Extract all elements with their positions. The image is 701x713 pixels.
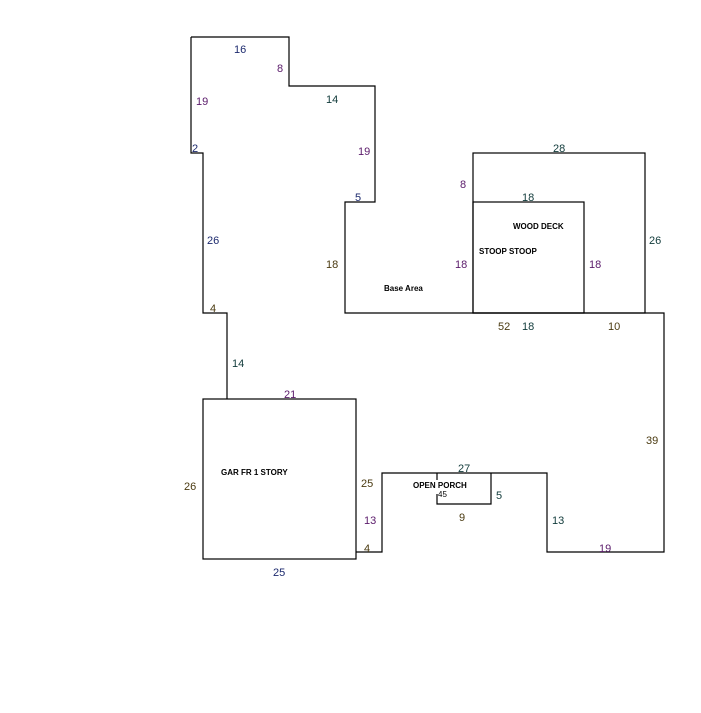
- wood-deck-outline: [472, 152, 646, 314]
- open-porch-label: OPEN PORCH: [413, 481, 467, 490]
- dim-label: 28: [553, 143, 565, 155]
- dim-label: 52: [498, 321, 510, 333]
- dim-label: 4: [210, 303, 216, 315]
- base-area-label: Base Area: [384, 284, 423, 293]
- wood-deck-label: WOOD DECK: [513, 222, 564, 231]
- garage-label: GAR FR 1 STORY: [221, 468, 288, 477]
- dim-label: 26: [184, 481, 196, 493]
- dim-label: 21: [284, 389, 296, 401]
- dim-label: 5: [355, 192, 361, 204]
- dim-label: 18: [589, 259, 601, 271]
- dim-label: 10: [608, 321, 620, 333]
- dimension-labels: 16 8 19 14 2 19 5 26 18 4 28 8 18 26 18 …: [184, 44, 661, 579]
- dim-label: 19: [196, 96, 208, 108]
- dim-label: 19: [358, 146, 370, 158]
- dim-label: 25: [273, 567, 285, 579]
- stoop-outline: [472, 201, 585, 314]
- dim-label: 18: [522, 321, 534, 333]
- dim-label: 39: [646, 435, 658, 447]
- open-porch-outline: [436, 473, 492, 505]
- dim-label: 8: [460, 179, 466, 191]
- dim-label: 13: [364, 515, 376, 527]
- dim-label: 18: [522, 192, 534, 204]
- dim-label: 8: [277, 63, 283, 75]
- porch-area-label: 45: [438, 490, 447, 499]
- dim-label: 25: [361, 478, 373, 490]
- dim-label: 18: [455, 259, 467, 271]
- dim-label: 5: [496, 490, 502, 502]
- dim-label: 4: [364, 543, 370, 555]
- dim-label: 19: [599, 543, 611, 555]
- dim-label: 26: [207, 235, 219, 247]
- stoop-label: STOOP STOOP: [479, 247, 537, 256]
- dim-label: 14: [326, 94, 338, 106]
- garage-outline: [202, 398, 357, 560]
- dim-label: 18: [326, 259, 338, 271]
- dim-label: 9: [459, 512, 465, 524]
- dim-label: 26: [649, 235, 661, 247]
- dim-label: 2: [192, 143, 198, 155]
- dim-label: 13: [552, 515, 564, 527]
- dim-label: 14: [232, 358, 244, 370]
- dim-label: 27: [458, 463, 470, 475]
- dim-label: 16: [234, 44, 246, 56]
- base-area-outline-left: [190, 37, 228, 399]
